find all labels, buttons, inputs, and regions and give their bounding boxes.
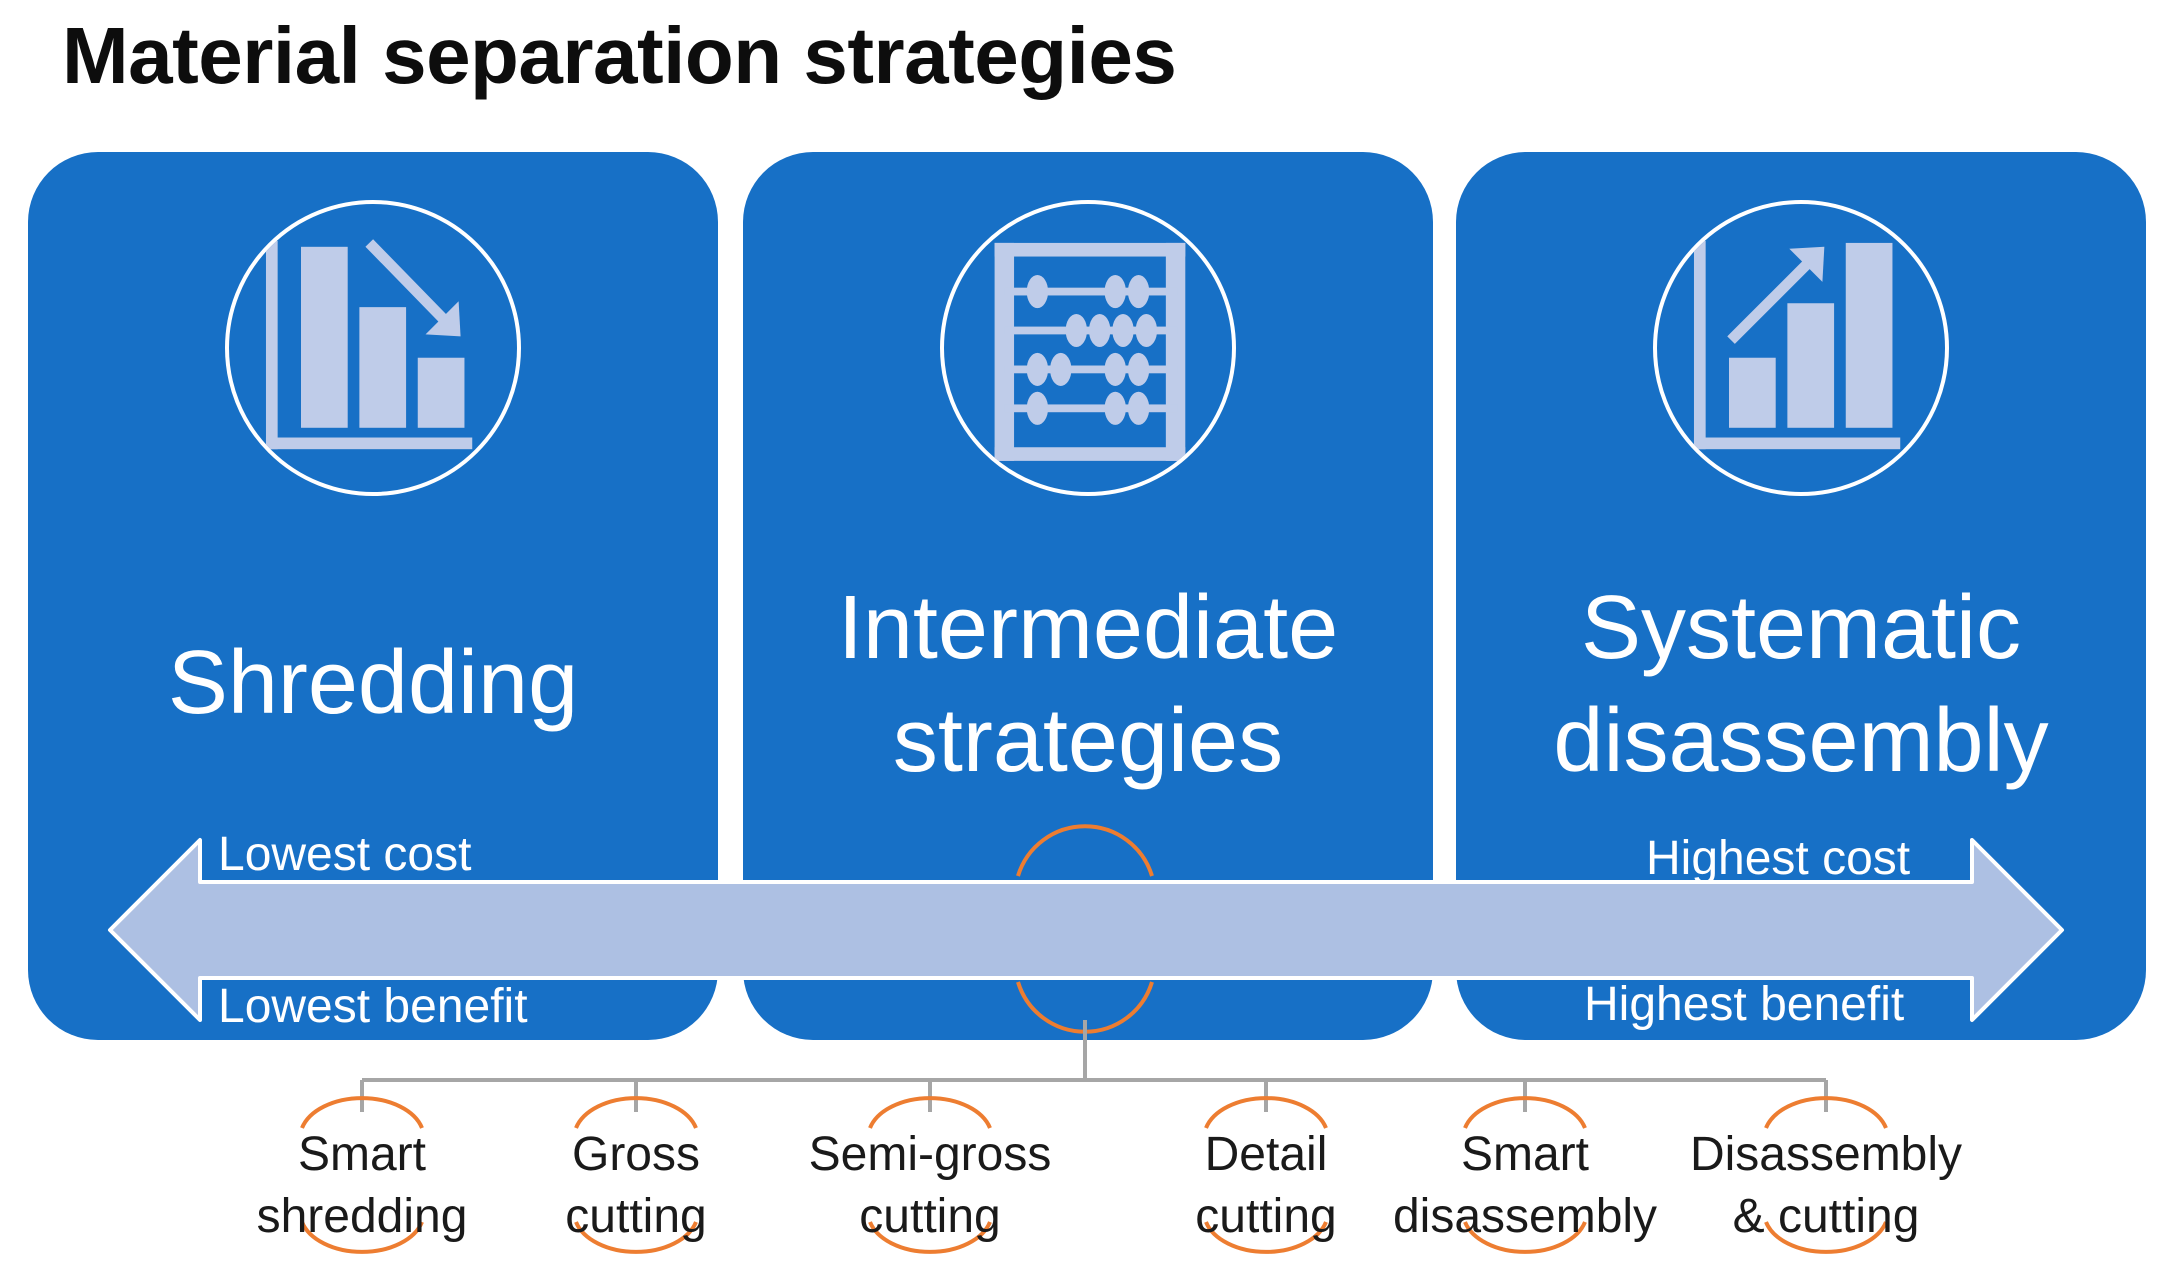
highest-benefit-label: Highest benefit bbox=[1584, 978, 1905, 1031]
sub-strategy-line: Smart bbox=[297, 1128, 426, 1181]
orange-arc-top bbox=[1016, 824, 1154, 877]
sub-strategy-arcs bbox=[300, 1096, 1888, 1254]
panel-label-systematic: Systematic disassembly bbox=[1456, 572, 2146, 797]
sub-strategy-line: & cutting bbox=[1732, 1190, 1920, 1243]
sub-strategy-line: Gross bbox=[571, 1128, 700, 1181]
sub-strategy-smart-shredding: Smart shredding bbox=[212, 1124, 512, 1248]
sub-strategy-line: cutting bbox=[1195, 1190, 1337, 1243]
bar-chart-decreasing-icon bbox=[225, 200, 521, 496]
highest-cost-label: Highest cost bbox=[1646, 832, 1911, 885]
sub-strategy-disassembly-cutting: Disassembly & cutting bbox=[1676, 1124, 1976, 1248]
sub-strategy-smart-disassembly: Smart disassembly bbox=[1375, 1124, 1675, 1248]
sub-strategy-line: cutting bbox=[859, 1190, 1001, 1243]
sub-strategy-detail-cutting: Detail cutting bbox=[1116, 1124, 1416, 1248]
panel-label-line: Intermediate bbox=[837, 578, 1339, 678]
panel-label-line: Systematic bbox=[1580, 578, 2022, 678]
sub-strategy-line: Disassembly bbox=[1689, 1128, 1963, 1181]
diagram-title: Material separation strategies bbox=[62, 11, 1177, 100]
bar-chart-increasing-icon bbox=[1653, 200, 1949, 496]
panel-label-shredding: Shredding bbox=[28, 627, 718, 740]
abacus-icon bbox=[940, 200, 1236, 496]
sub-strategy-line: Detail bbox=[1204, 1128, 1328, 1181]
tree-connector bbox=[360, 1020, 1828, 1112]
lowest-cost-label: Lowest cost bbox=[218, 828, 472, 881]
sub-strategy-semi-gross-cutting: Semi-gross cutting bbox=[780, 1124, 1080, 1248]
sub-strategy-gross-cutting: Gross cutting bbox=[486, 1124, 786, 1248]
panel-label-intermediate: Intermediate strategies bbox=[743, 572, 1433, 797]
panel-label-line: Shredding bbox=[167, 633, 579, 733]
sub-strategy-line: shredding bbox=[256, 1190, 468, 1243]
double-headed-arrow bbox=[108, 838, 2064, 1022]
sub-strategy-line: disassembly bbox=[1392, 1190, 1658, 1243]
lowest-benefit-label: Lowest benefit bbox=[218, 980, 528, 1033]
sub-strategy-line: Semi-gross bbox=[808, 1128, 1052, 1181]
sub-strategy-line: cutting bbox=[565, 1190, 707, 1243]
sub-strategy-line: Smart bbox=[1460, 1128, 1589, 1181]
panel-label-line: disassembly bbox=[1553, 690, 2049, 791]
panel-label-line: strategies bbox=[892, 690, 1284, 791]
